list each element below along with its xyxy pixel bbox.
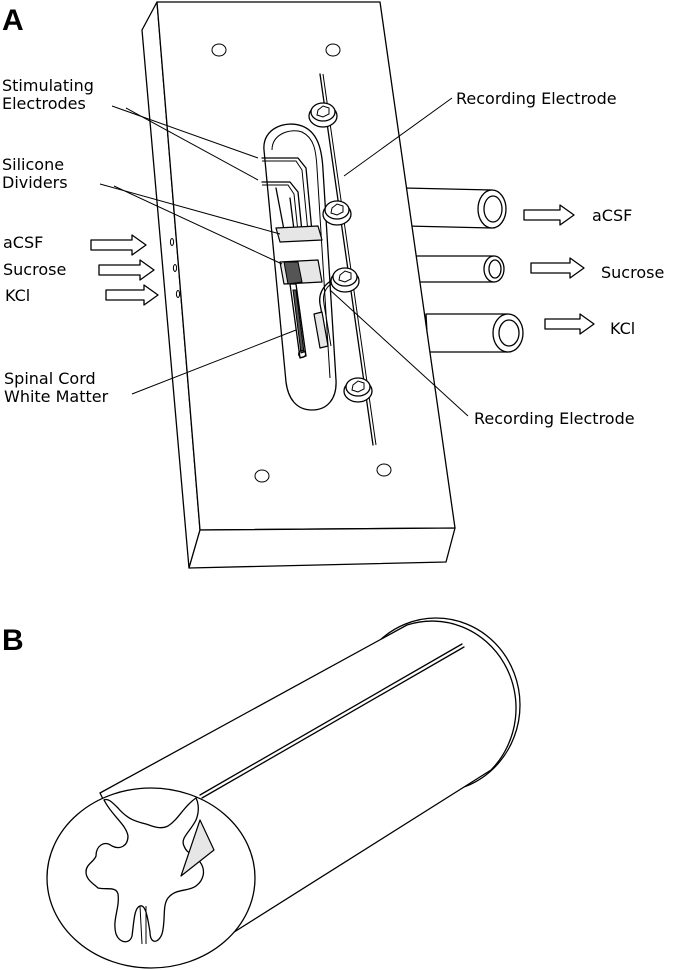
arrow-icon xyxy=(105,284,159,306)
stimulating-electrode-wires xyxy=(261,157,313,233)
label-recording-electrode-top: Recording Electrode xyxy=(456,89,617,108)
spinal-cord-strip xyxy=(289,283,307,359)
label-stimulating-electrodes: Stimulating Electrodes xyxy=(2,76,99,113)
arrow-icon xyxy=(98,259,155,281)
inlet-hole xyxy=(175,290,181,298)
grey-matter-section xyxy=(85,797,205,943)
block-front-face xyxy=(188,527,456,569)
arrow-icon xyxy=(530,257,585,279)
arrow-icon xyxy=(90,234,147,256)
mounting-hole xyxy=(325,43,341,57)
inlet-label: Sucrose xyxy=(3,260,66,279)
outlet-label: KCl xyxy=(610,319,635,338)
screw-icon xyxy=(343,377,373,403)
outlet-label: Sucrose xyxy=(601,263,664,282)
chamber-well xyxy=(263,123,337,411)
inlet-hole xyxy=(172,264,178,272)
inlet-label: aCSF xyxy=(3,233,43,252)
mounting-hole xyxy=(376,463,392,477)
label-silicone-dividers: Silicone Dividers xyxy=(2,155,69,192)
inlet-hole xyxy=(169,238,175,246)
screw-icon xyxy=(330,267,360,293)
screw-icon xyxy=(322,200,352,226)
label-recording-electrode-bottom: Recording Electrode xyxy=(474,409,635,428)
panel-letter-a: A xyxy=(2,4,24,37)
inlet-label: KCl xyxy=(5,286,30,305)
mounting-hole xyxy=(211,43,227,57)
outlet-port-acsf xyxy=(403,187,507,229)
spinal-cord-cylinder xyxy=(46,617,521,969)
screw-icon xyxy=(308,102,338,128)
panel-letter-b: B xyxy=(2,624,24,657)
arrow-icon xyxy=(544,313,595,335)
outlet-port-kcl xyxy=(425,313,524,353)
arrow-icon xyxy=(523,204,575,226)
mounting-hole xyxy=(254,469,270,483)
leader-lines xyxy=(99,97,469,417)
outlet-label: aCSF xyxy=(592,206,632,225)
label-spinal-cord-white-matter: Spinal Cord White Matter xyxy=(4,369,109,406)
silicone-divider-upper xyxy=(275,225,323,243)
outlet-port-sucrose xyxy=(413,255,505,283)
chamber-block xyxy=(141,1,524,569)
